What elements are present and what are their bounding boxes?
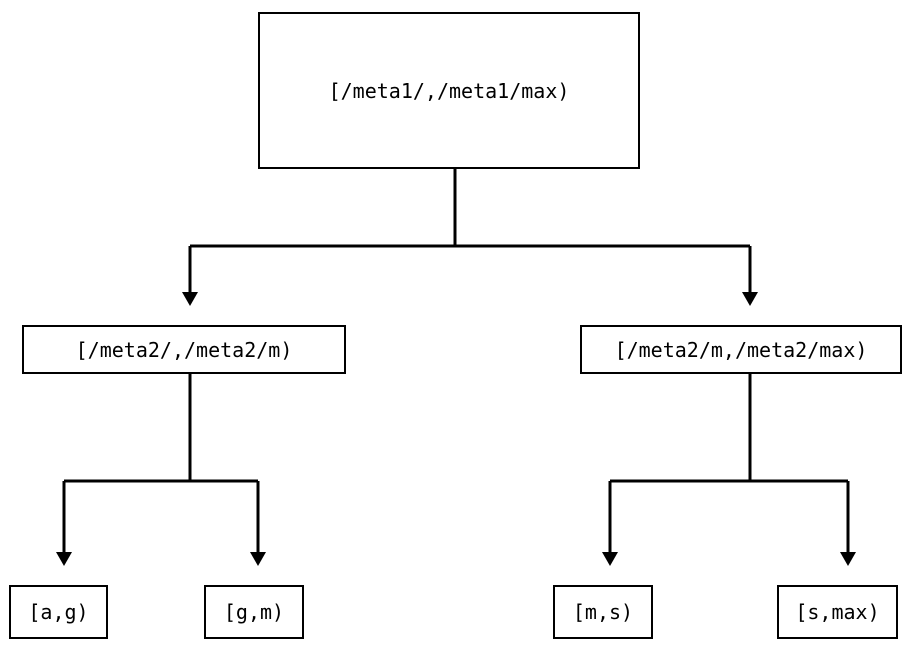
arrowhead-root-to-l2-left — [182, 292, 198, 306]
tree-node-root[interactable]: [/meta1/,/meta1/max) — [258, 12, 640, 169]
tree-node-leaf-ms-label: [m,s) — [572, 600, 634, 624]
tree-node-leaf-ag[interactable]: [a,g) — [9, 585, 108, 639]
tree-node-l2-left-label: [/meta2/,/meta2/m) — [75, 337, 293, 362]
tree-node-l2-right-label: [/meta2/m,/meta2/max) — [614, 337, 868, 362]
tree-node-leaf-ms[interactable]: [m,s) — [553, 585, 653, 639]
edge-root-to-level2 — [182, 169, 758, 306]
tree-node-leaf-smax[interactable]: [s,max) — [777, 585, 898, 639]
arrowhead-l2right-to-leaf-ms — [602, 552, 618, 566]
arrowhead-l2left-to-leaf-ag — [56, 552, 72, 566]
tree-node-l2-left[interactable]: [/meta2/,/meta2/m) — [22, 325, 346, 374]
tree-node-leaf-ag-label: [a,g) — [28, 600, 89, 624]
tree-node-leaf-gm[interactable]: [g,m) — [204, 585, 304, 639]
arrowhead-l2left-to-leaf-gm — [250, 552, 266, 566]
tree-node-root-label: [/meta1/,/meta1/max) — [328, 78, 570, 103]
tree-node-leaf-gm-label: [g,m) — [223, 600, 285, 624]
arrowhead-l2right-to-leaf-smax — [840, 552, 856, 566]
tree-node-leaf-smax-label: [s,max) — [795, 600, 880, 624]
arrowhead-root-to-l2-right — [742, 292, 758, 306]
tree-node-l2-right[interactable]: [/meta2/m,/meta2/max) — [580, 325, 902, 374]
edge-l2left-to-leaves — [56, 374, 266, 566]
edge-l2right-to-leaves — [602, 374, 856, 566]
